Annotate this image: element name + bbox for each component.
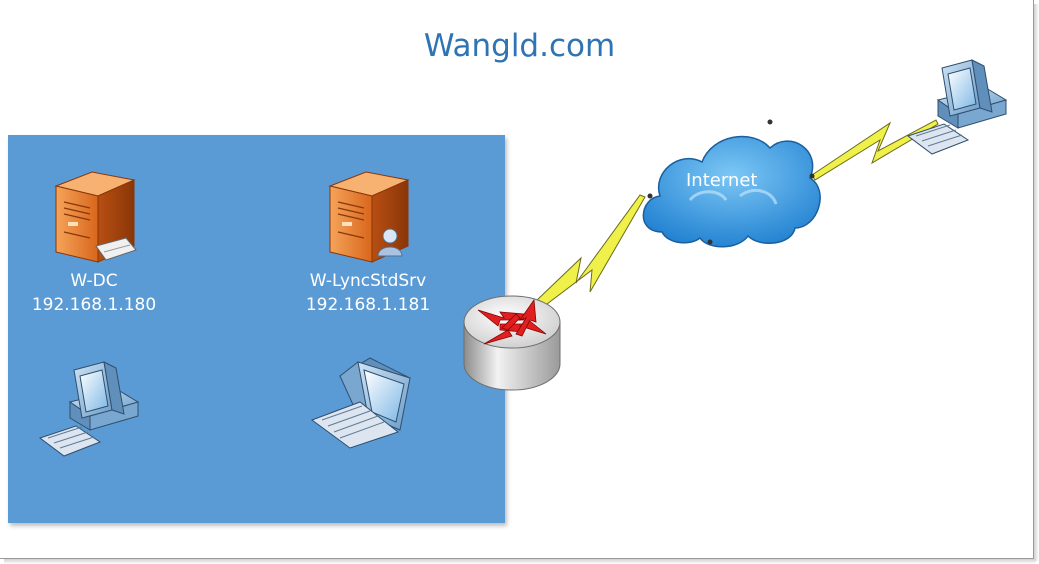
dc-name-label: W-DC [70,271,118,291]
lync-name-label: W-LyncStdSrv [309,271,427,291]
user-badge-icon [377,228,403,257]
frame-shadow [4,559,1036,564]
internet-label: Internet [686,170,758,191]
dc-ip-label: 192.168.1.180 [31,295,157,315]
server-icon [54,171,137,263]
lync-ip-label: 192.168.1.181 [305,295,431,315]
server-icon [328,171,410,263]
frame-shadow [1034,4,1039,561]
lightning-link-icon [811,119,939,181]
cloud-icon [642,119,821,248]
diagram-title: Wangld.com [423,28,616,64]
desktop-pc-icon [906,59,1008,155]
desktop-pc-icon [38,361,140,457]
laptop-icon [310,357,411,449]
router-icon [463,295,561,391]
